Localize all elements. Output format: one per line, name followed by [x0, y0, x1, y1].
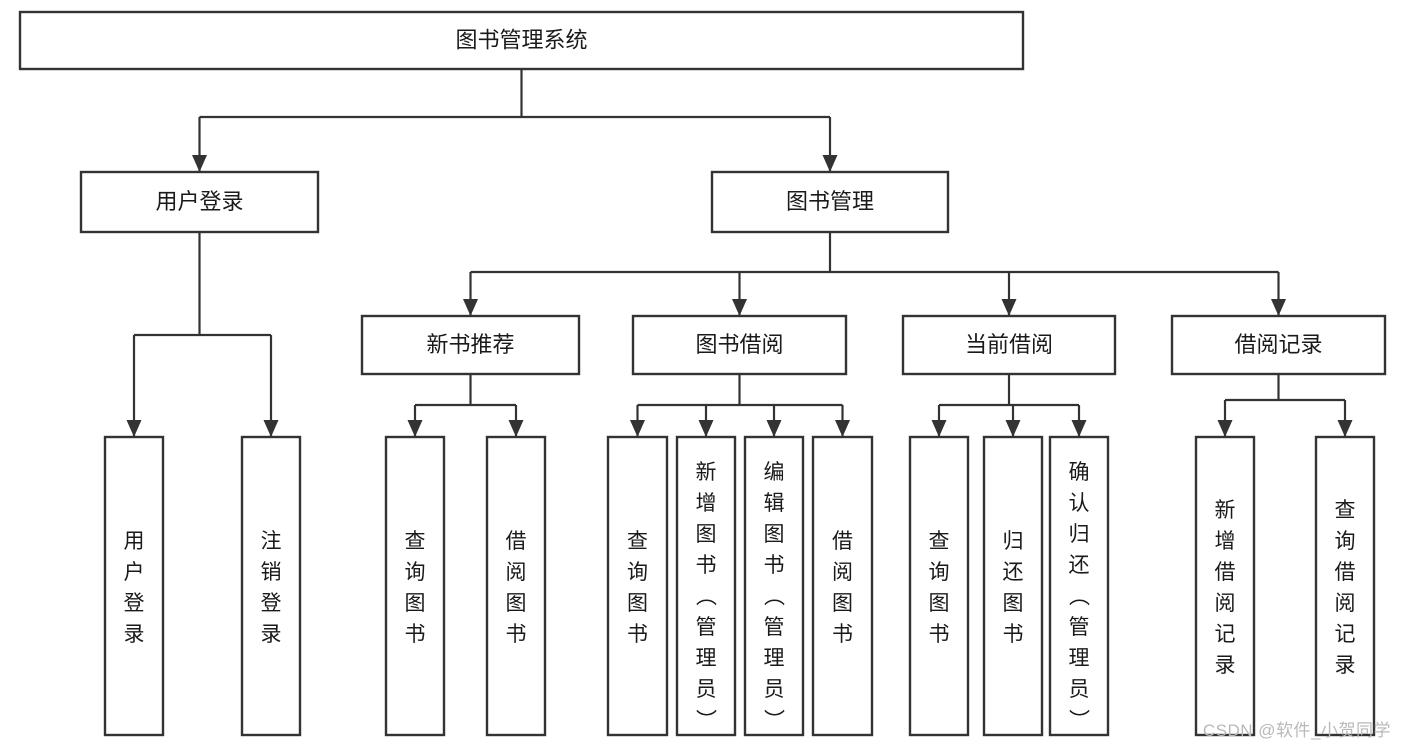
node-leaf-借阅图书[interactable]: 借阅图书 — [485, 435, 547, 737]
node-label: 借阅图书 — [506, 530, 527, 646]
node-box — [1194, 435, 1256, 737]
arrow-head-icon — [630, 420, 645, 437]
arrow-head-icon — [732, 299, 747, 316]
arrow-head-icon — [192, 155, 207, 172]
arrow-head-icon — [766, 420, 782, 437]
node-leaf-查询图书[interactable]: 查询图书 — [384, 435, 446, 737]
node-box — [631, 314, 848, 376]
arrow-head-icon — [263, 420, 279, 437]
connector-group — [931, 374, 1087, 437]
node-leaf-编辑图书管理员[interactable]: 编辑图书（管理员） — [743, 435, 805, 737]
node-label: 查询借阅记录 — [1335, 499, 1356, 677]
node-label: 编辑图书（管理员） — [764, 461, 786, 732]
connector-group — [126, 232, 279, 437]
node-label: 用户登录 — [155, 189, 243, 214]
node-label: 确认归还（管理员） — [1069, 461, 1091, 732]
node-leaf-新增借阅记录[interactable]: 新增借阅记录 — [1194, 435, 1256, 737]
node-level3-借阅记录[interactable]: 借阅记录 — [1170, 314, 1387, 376]
connector-group — [1217, 374, 1353, 437]
node-label: 新增图书（管理员） — [696, 461, 718, 732]
node-label: 新增借阅记录 — [1215, 499, 1236, 677]
arrow-head-icon — [1001, 299, 1017, 316]
arrow-head-icon — [822, 155, 838, 172]
node-box — [982, 435, 1044, 737]
node-label: 注销登录 — [261, 530, 282, 646]
arrow-head-icon — [1337, 420, 1353, 437]
node-leaf-用户登录[interactable]: 用户登录 — [103, 435, 165, 737]
node-box — [811, 435, 874, 737]
arrow-head-icon — [1005, 420, 1021, 437]
node-leaf-归还图书[interactable]: 归还图书 — [982, 435, 1044, 737]
node-box — [79, 170, 320, 234]
arrow-head-icon — [508, 420, 524, 437]
connector-group — [192, 69, 838, 172]
node-box — [901, 314, 1117, 376]
node-box — [384, 435, 446, 737]
node-level3-图书借阅[interactable]: 图书借阅 — [631, 314, 848, 376]
node-leaf-确认归还管理员[interactable]: 确认归还（管理员） — [1048, 435, 1110, 737]
node-box — [360, 314, 581, 376]
node-label: 借阅图书 — [832, 530, 853, 646]
node-box — [743, 435, 805, 737]
node-box — [710, 170, 950, 234]
node-level2-图书管理[interactable]: 图书管理 — [710, 170, 950, 234]
arrow-head-icon — [835, 420, 850, 437]
arrow-head-icon — [1217, 420, 1233, 437]
node-box — [485, 435, 547, 737]
node-leaf-借阅图书[interactable]: 借阅图书 — [811, 435, 874, 737]
node-box — [675, 435, 737, 737]
node-leaf-查询借阅记录[interactable]: 查询借阅记录 — [1314, 435, 1376, 737]
node-level3-新书推荐[interactable]: 新书推荐 — [360, 314, 581, 376]
node-label: 图书管理 — [786, 189, 874, 214]
node-label: 查询图书 — [929, 530, 950, 646]
node-label: 查询图书 — [627, 530, 648, 646]
connector-group — [407, 374, 524, 437]
arrow-head-icon — [1271, 299, 1286, 316]
node-label: 新书推荐 — [426, 332, 514, 357]
connector-group — [463, 232, 1286, 316]
node-level3-当前借阅[interactable]: 当前借阅 — [901, 314, 1117, 376]
node-level2-用户登录[interactable]: 用户登录 — [79, 170, 320, 234]
node-label: 查询图书 — [405, 530, 426, 646]
node-box — [606, 435, 669, 737]
node-box — [240, 435, 302, 737]
node-leaf-新增图书管理员[interactable]: 新增图书（管理员） — [675, 435, 737, 737]
node-box — [18, 10, 1025, 71]
node-label: 图书借阅 — [695, 332, 783, 357]
node-label: 图书管理系统 — [455, 27, 587, 52]
node-box — [103, 435, 165, 737]
arrow-head-icon — [1071, 420, 1087, 437]
node-leaf-查询图书[interactable]: 查询图书 — [606, 435, 669, 737]
node-leaf-注销登录[interactable]: 注销登录 — [240, 435, 302, 737]
diagram-nodes: 图书管理系统用户登录图书管理新书推荐图书借阅当前借阅借阅记录用户登录注销登录查询… — [18, 10, 1387, 737]
arrow-head-icon — [407, 420, 423, 437]
node-box — [1170, 314, 1387, 376]
arrow-head-icon — [698, 420, 714, 437]
arrow-head-icon — [126, 420, 142, 437]
node-leaf-查询图书[interactable]: 查询图书 — [908, 435, 970, 737]
arrow-head-icon — [463, 299, 478, 316]
connector-group — [630, 374, 850, 437]
connector-edges — [126, 69, 1353, 437]
node-label: 归还图书 — [1003, 530, 1024, 646]
node-box — [1048, 435, 1110, 737]
node-label: 借阅记录 — [1234, 332, 1322, 357]
node-root-图书管理系统[interactable]: 图书管理系统 — [18, 10, 1025, 71]
arrow-head-icon — [931, 420, 947, 437]
node-label: 当前借阅 — [965, 332, 1053, 357]
node-label: 用户登录 — [124, 530, 145, 646]
node-box — [908, 435, 970, 737]
node-box — [1314, 435, 1376, 737]
